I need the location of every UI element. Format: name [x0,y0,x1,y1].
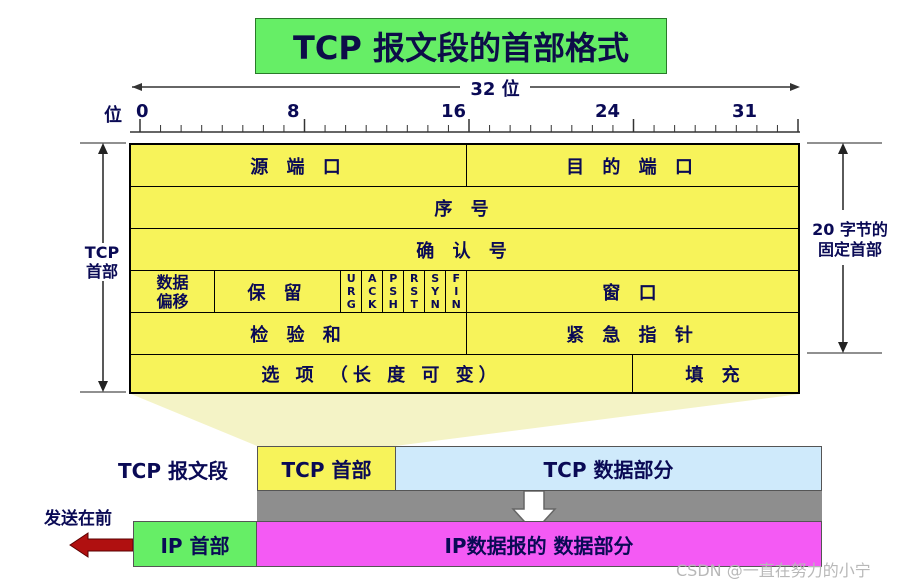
field-options: 选 项 （长 度 可 变） [131,355,633,392]
flag-psh: PSH [383,271,404,313]
flag-rst: RST [404,271,425,313]
tcp-header-table: 源 端 口 目 的 端 口 序 号 确 认 号 数据 偏移 保 留 URG AC… [129,143,800,394]
ruler-tick-label: 0 [136,101,149,122]
ruler-tick-label: 8 [287,101,300,122]
watermark: CSDN @一直在努力的小宁 [676,561,871,580]
send-arrow [69,532,134,558]
right-arrow-top-head [838,143,848,154]
flag-fin: FIN [446,271,467,313]
send-first-label: 发送在前 [44,509,112,529]
field-destination-port: 目 的 端 口 [467,145,798,187]
tcp-header-side-label: TCP 首部 [78,243,126,281]
field-ack-number: 确 认 号 [131,229,798,271]
ruler-tick-label: 31 [732,101,758,122]
ruler-tick-label: 24 [595,101,621,122]
field-sequence-number: 序 号 [131,187,798,229]
page-title: TCP 报文段的首部格式 [255,18,667,74]
tcp-segment-label: TCP 报文段 [118,459,228,483]
ip-header-box: IP 首部 [133,521,257,567]
field-source-port: 源 端 口 [131,145,467,187]
left-arrow-bottom-head [98,381,108,392]
flag-syn: SYN [425,271,446,313]
bit-label: 位 [104,105,122,126]
right-arrow-bottom-head [838,342,848,353]
ruler-tick-label: 16 [441,101,467,122]
field-padding: 填 充 [685,364,746,386]
field-window: 窗 口 [467,271,798,313]
ip-data-box: IP数据报的 数据部分 [256,521,822,567]
projection-shape [131,394,800,446]
flag-ack: ACK [362,271,383,313]
left-arrow-top-head [98,143,108,154]
tcp-header-box: TCP 首部 [257,446,396,491]
width-label: 32 位 [460,76,530,100]
ruler-ticks [139,119,799,132]
field-data-offset: 数据 偏移 [131,271,215,313]
tcp-data-box: TCP 数据部分 [395,446,822,491]
width-arrow-left-head [132,83,142,91]
width-arrow-right-head [790,83,800,91]
fixed-header-side-label: 20 字节的 固定首部 [806,220,894,260]
flag-urg: URG [341,271,362,313]
field-reserved: 保 留 [215,271,341,313]
field-checksum: 检 验 和 [131,313,467,355]
down-arrow [511,490,557,534]
field-urgent-pointer: 紧 急 指 针 [467,313,798,355]
